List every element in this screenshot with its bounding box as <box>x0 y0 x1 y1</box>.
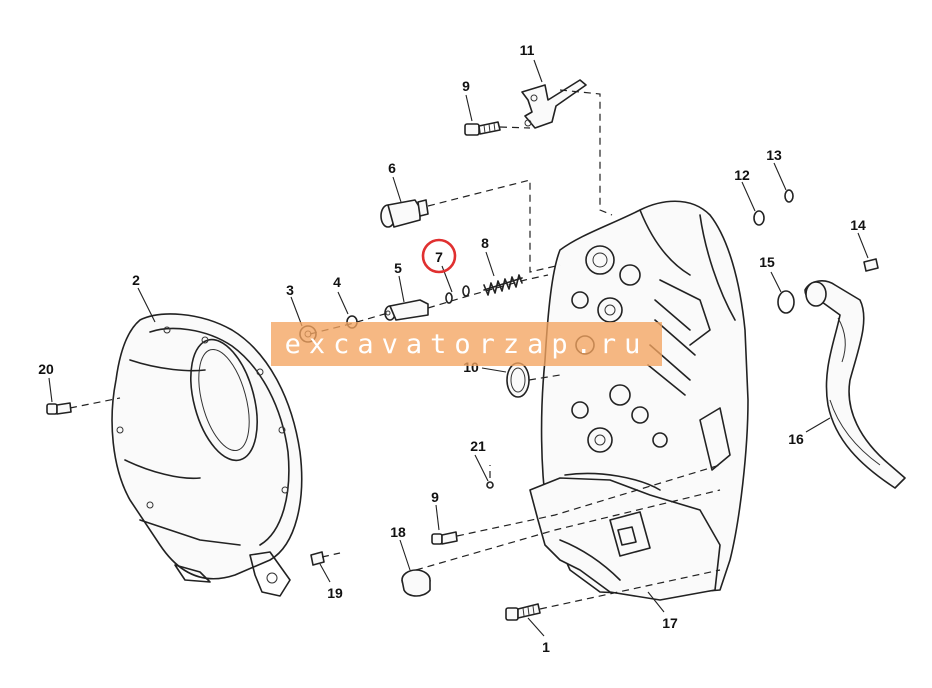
callout-16: 16 <box>788 431 804 447</box>
callout-7: 7 <box>435 249 443 265</box>
callout-5: 5 <box>394 260 402 276</box>
callout-6: 6 <box>388 160 396 176</box>
callout-17: 17 <box>662 615 678 631</box>
callout-8: 8 <box>481 235 489 251</box>
callout-4: 4 <box>333 274 341 290</box>
part-cap <box>401 569 431 597</box>
callout-20: 20 <box>38 361 54 377</box>
watermark-band <box>271 322 662 366</box>
callout-18: 18 <box>390 524 406 540</box>
part-spool <box>384 299 429 321</box>
callout-labels: 1 2 3 4 5 6 7 8 9 9 10 11 12 13 14 15 16… <box>38 42 866 655</box>
callout-9-lower: 9 <box>431 489 439 505</box>
part-fitting <box>380 199 429 228</box>
part-bolt-upper <box>464 121 501 136</box>
part-bracket <box>521 79 587 129</box>
part-o-ring-13 <box>784 189 794 203</box>
part-dowel <box>310 551 325 566</box>
part-plug <box>486 481 494 489</box>
part-spring <box>483 274 523 296</box>
part-transmission-housing <box>529 200 749 601</box>
callout-13: 13 <box>766 147 782 163</box>
part-seal <box>506 362 530 398</box>
callout-12: 12 <box>734 167 750 183</box>
highlight-ring <box>421 238 457 274</box>
watermark-text: excavatorzap.ru <box>284 329 649 360</box>
callout-19: 19 <box>327 585 343 601</box>
callout-9-upper: 9 <box>462 78 470 94</box>
part-bell-housing <box>111 313 303 597</box>
callout-1: 1 <box>542 639 550 655</box>
callout-3: 3 <box>286 282 294 298</box>
callout-2: 2 <box>132 272 140 288</box>
part-o-ring-12 <box>753 210 765 226</box>
part-bolt-1 <box>505 603 541 621</box>
callout-14: 14 <box>850 217 866 233</box>
part-o-rings <box>445 285 470 304</box>
part-seal-15 <box>777 290 795 314</box>
callout-11: 11 <box>520 42 535 58</box>
leader-lines <box>48 59 869 637</box>
part-bolt-14 <box>863 258 879 272</box>
part-bolt-lower <box>431 531 458 545</box>
callout-21: 21 <box>470 438 486 454</box>
callout-15: 15 <box>759 254 775 270</box>
part-bolt-20 <box>46 402 72 415</box>
part-dipstick-tube <box>804 280 906 489</box>
